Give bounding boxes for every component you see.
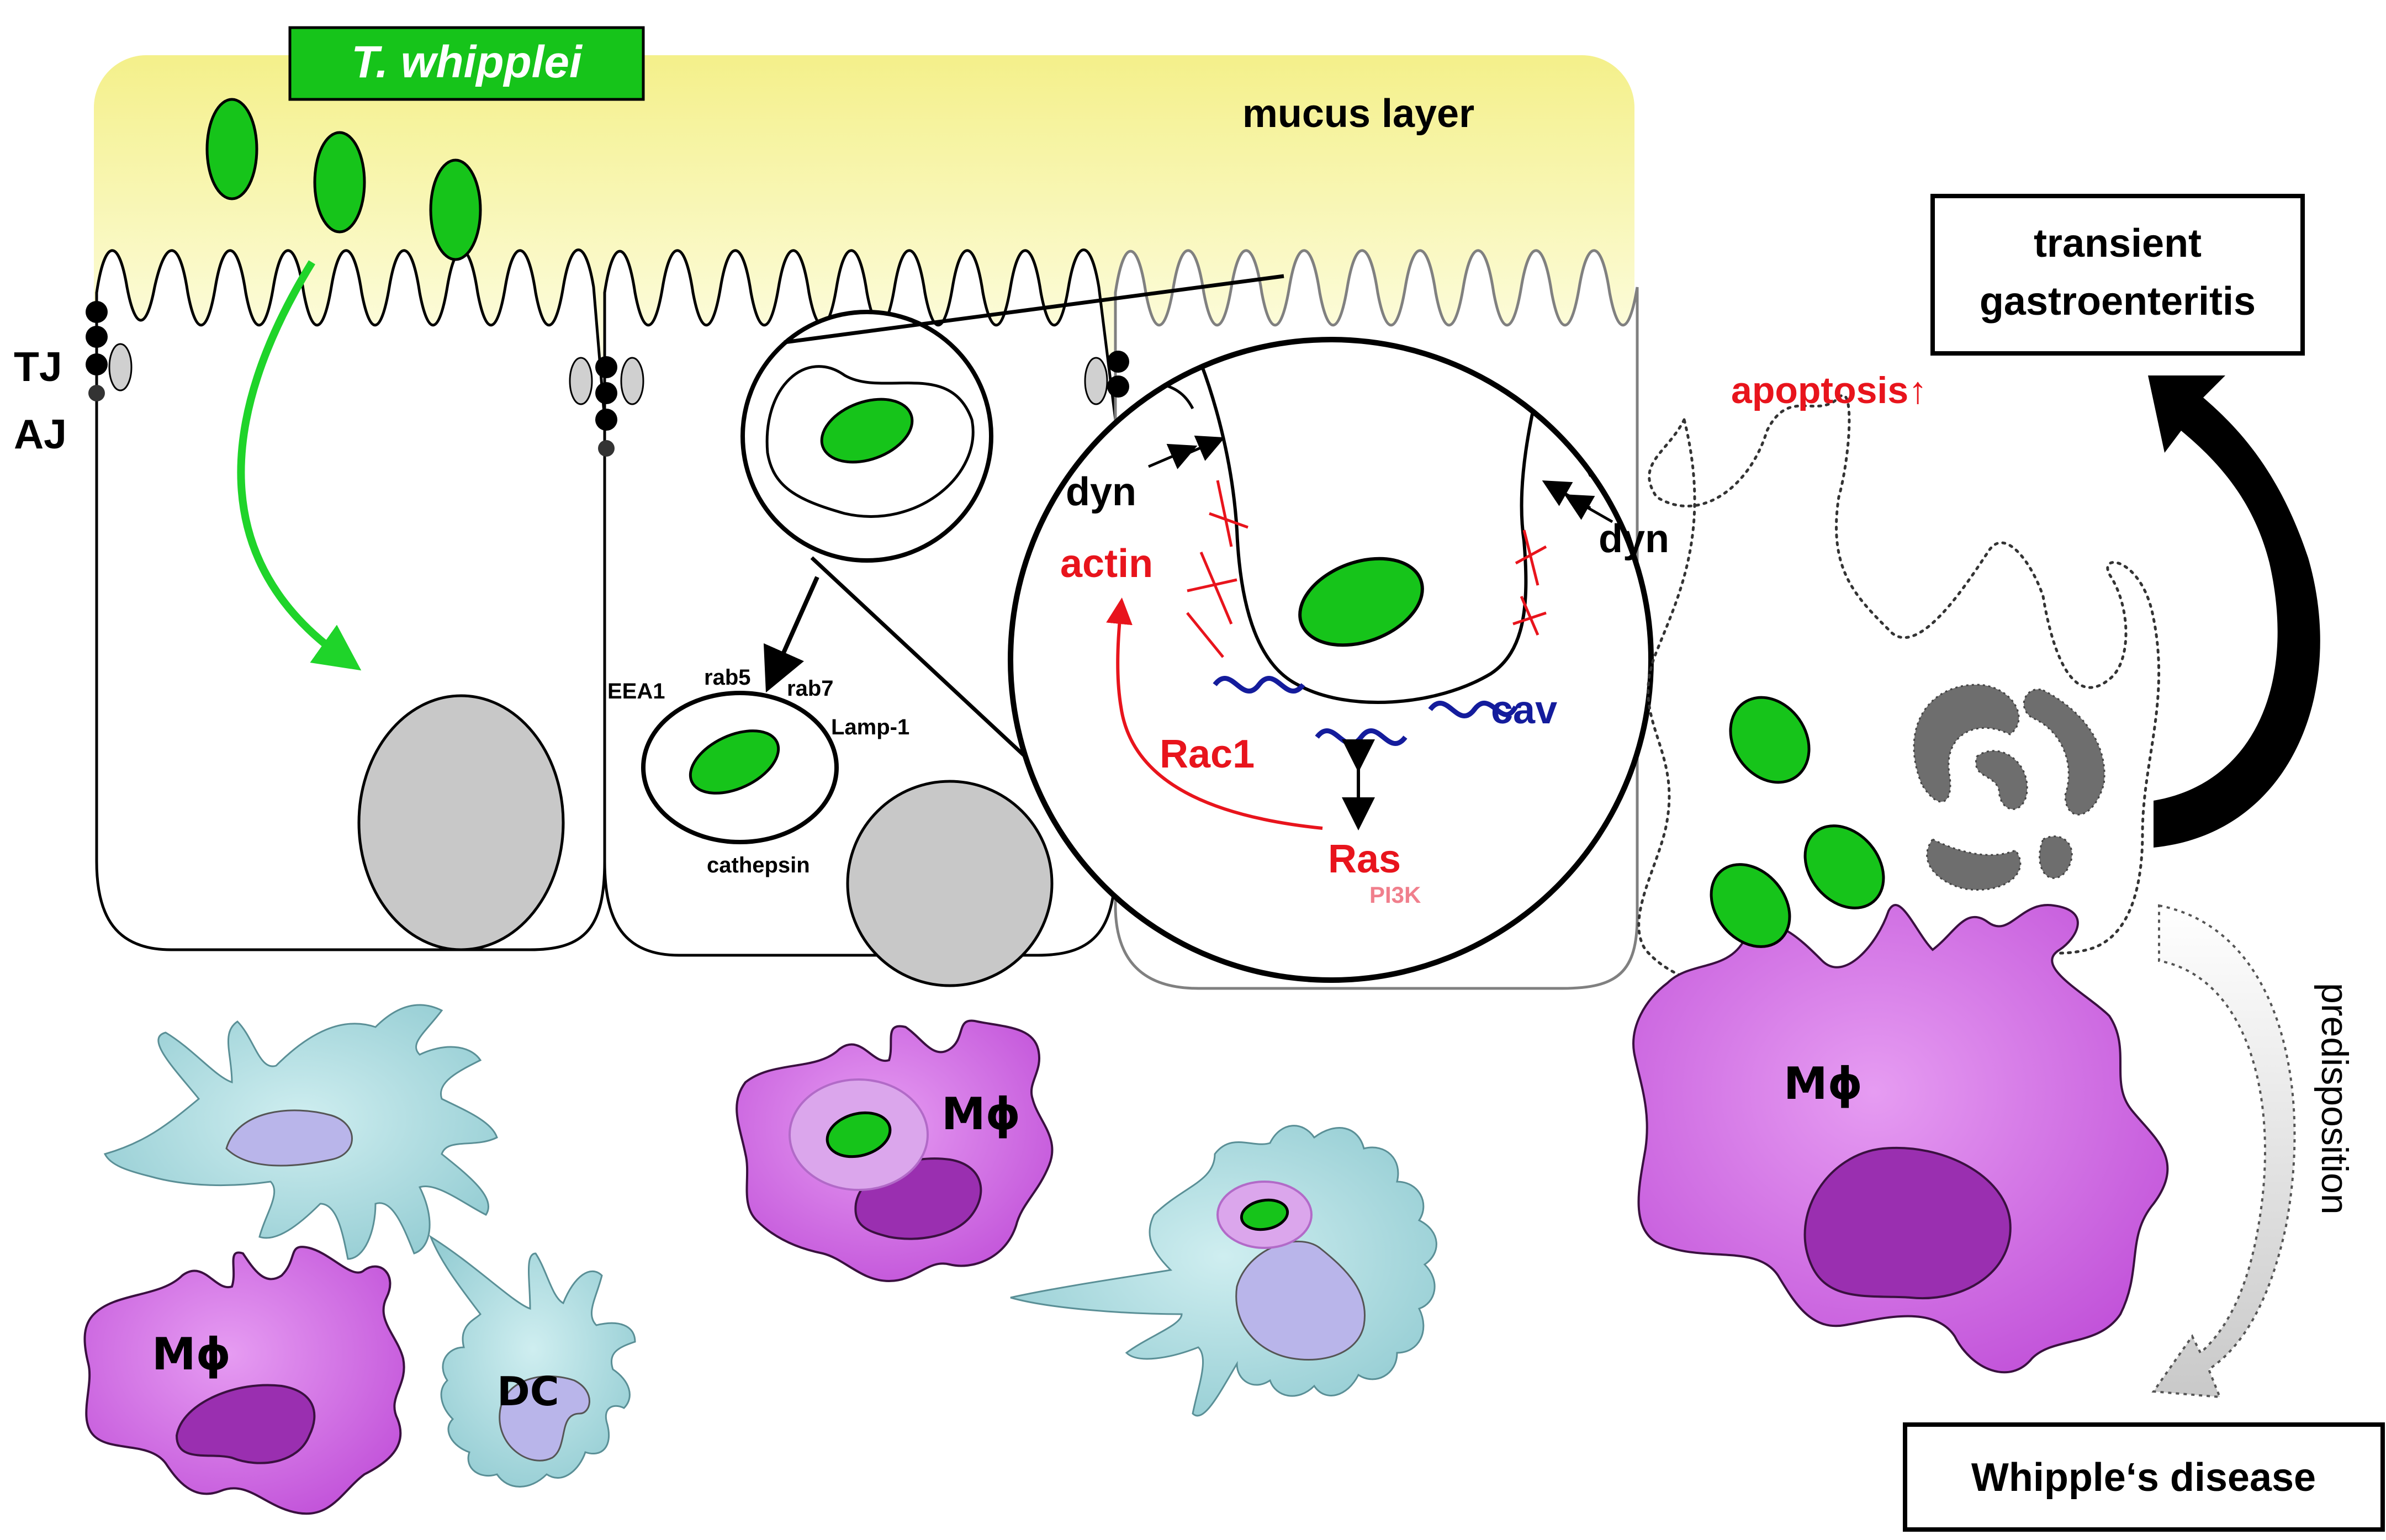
dendritic-cell-bottom [428,1235,636,1488]
species-label: T. whipplei [351,37,583,87]
predisposition-label: predisposition [2314,983,2356,1215]
tight-junction-label: TJ [14,343,62,390]
bacterium-mucus-2 [313,131,366,234]
ras-label: Ras [1328,837,1401,881]
zoom-line-top [784,274,1284,345]
rac1-label: Rac1 [1160,732,1255,776]
vesicle-to-endosome-arrow [763,576,819,693]
dynamin-arrows-right [1542,480,1613,523]
bacterium-apoptotic-2 [1803,824,1885,909]
dyn-right-label: dyn [1599,517,1669,561]
uptake-zoom [1008,337,1654,983]
cav-label: cav [1491,688,1557,732]
bacterium-phagosome-dc [1240,1198,1289,1231]
rab7-label: rab7 [787,676,834,701]
ras-to-actin-arrow [1106,597,1323,830]
endosome [641,691,839,844]
nucleus-cell-1 [357,694,565,951]
whipple-label: Whipple‘s disease [1971,1456,2316,1500]
bacterium-phagosome-center [826,1111,892,1158]
dendritic-cell-large [1010,1125,1437,1417]
species-label-box [288,26,645,101]
arrow-to-whipple [2151,904,2296,1399]
endocytic-vesicle [740,310,993,563]
dendritic-cell-top-left-nucleus [225,1109,353,1167]
bacterium-apoptotic-3 [1710,863,1791,948]
dynamin-arrows-left [1148,435,1225,469]
dyn-left-label: dyn [1066,470,1136,514]
dendritic-cell-label: DC [497,1368,559,1415]
gastroenteritis-line2: gastroenteritis [1980,279,2256,324]
macrophage-bottom-left [83,1246,405,1515]
bacterium-mucus-3 [429,158,482,261]
nucleus-cell-2 [846,780,1054,987]
whipple-box [1903,1422,2385,1532]
cathepsin-label: cathepsin [707,853,810,877]
translocation-arrow [237,260,362,671]
adherens-junction-label: AJ [14,411,67,457]
actin-filaments-left [1186,480,1248,658]
actin-filaments-right [1512,530,1547,636]
caveolin [1213,676,1518,746]
gastroenteritis-box [1930,194,2305,356]
arrow-to-gastroenteritis [2148,375,2320,848]
junction-right [1084,351,1129,405]
junction-left [86,301,133,401]
pi3k-label: PI3K [1369,882,1421,908]
macrophage-right [1632,904,2169,1374]
gastroenteritis-line1: transient [2034,221,2202,266]
bacterium-mucus-1 [205,98,258,200]
bacterium-internalized [1298,557,1424,647]
macrophage-center-label: Mϕ [941,1088,1020,1140]
macrophage-bottom-left-label: Mϕ [152,1329,231,1380]
macrophage-right-label: Mϕ [1784,1058,1863,1109]
actin-label: actin [1060,542,1153,586]
bacterium-apoptotic-1 [1729,696,1811,784]
junction-middle [569,356,644,457]
rab5-label: rab5 [704,665,751,690]
macrophage-bottom-left-nucleus [175,1384,316,1464]
dendritic-cell-bottom-nucleus [499,1375,590,1462]
apoptotic-fragments [1913,684,2105,891]
mucus-layer-label: mucus layer [1242,92,1474,136]
apoptosis-label: apoptosis↑ [1731,369,1927,411]
eea1-label: EEA1 [607,679,665,703]
lamp1-label: Lamp-1 [831,715,909,739]
macrophage-right-nucleus [1803,1146,2012,1300]
apoptotic-cell-outline [1637,394,2161,1026]
